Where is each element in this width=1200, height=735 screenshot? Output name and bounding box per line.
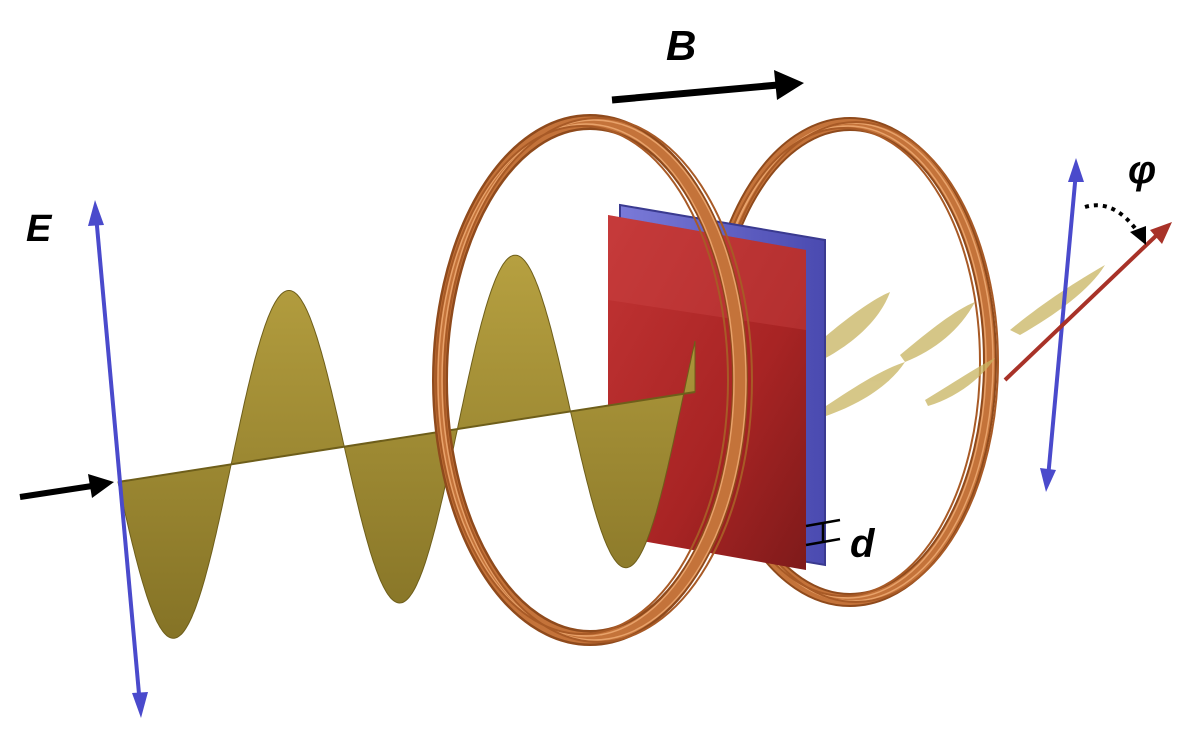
output-polarization	[1003, 158, 1172, 492]
input-polarization-axis	[88, 200, 148, 718]
magnetic-field-arrow-icon	[611, 70, 804, 104]
rotation-arrow-icon	[1084, 203, 1142, 237]
electric-field-label: E	[26, 208, 52, 250]
thickness-label: d	[850, 522, 875, 566]
rotation-angle-label: φ	[1128, 148, 1157, 192]
incident-arrow-icon	[19, 474, 114, 500]
incident-wave	[117, 254, 696, 639]
thickness-marker	[805, 518, 841, 547]
coil-front	[432, 114, 753, 646]
magnetic-field-label: B	[666, 22, 697, 69]
